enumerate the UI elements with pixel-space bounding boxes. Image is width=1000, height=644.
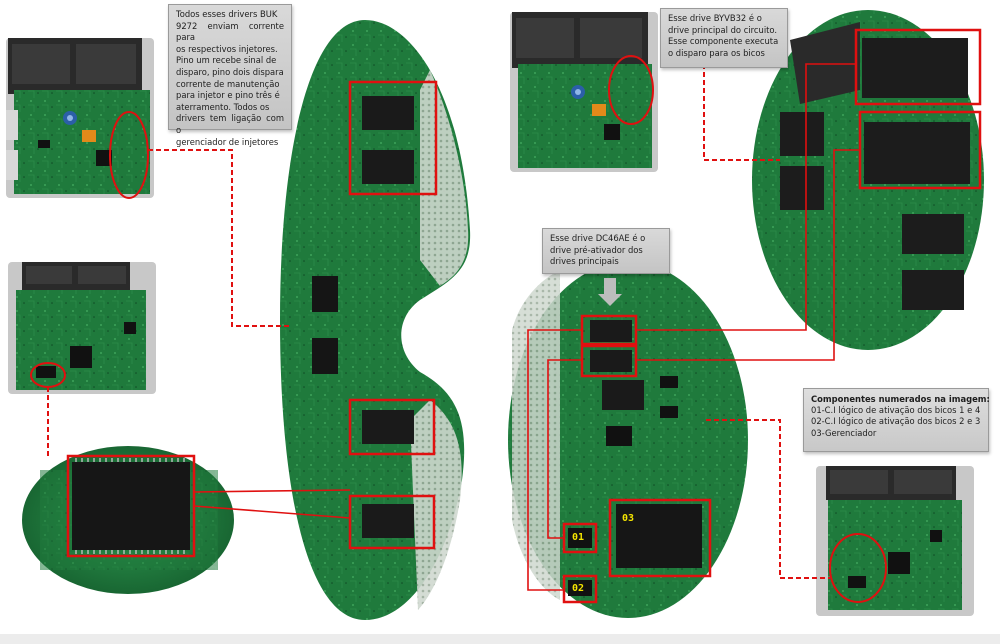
connector-dc46-byv1: [636, 63, 856, 331]
callout-line: o disparo para os bicos: [668, 47, 765, 58]
highlight-box-dc46-bottom: [580, 344, 638, 378]
callout-buk-drivers: Todos esses drivers BUK 9272 enviam corr…: [168, 4, 292, 147]
callout-dc46-driver: Esse drive DC46AE é o drive pré-ativador…: [542, 228, 670, 274]
component-list: Componentes numerados na imagem: 01-C.I …: [803, 388, 990, 452]
highlight-box-driver-3: [348, 398, 436, 456]
connector-solid-lines: [193, 63, 860, 591]
callout-line: Esse componente executa: [668, 36, 779, 47]
component-list-item: 02-C.I lógico de ativação dos bicos 2 e …: [811, 416, 981, 427]
zoom-byv-top-right: [752, 10, 984, 350]
callout-line: drive principal do circuito.: [668, 24, 778, 35]
component-list-item: 03-Gerenciador: [811, 427, 877, 438]
connector-bottom-right: [706, 419, 830, 579]
ecu-board-top-middle: [510, 12, 658, 172]
callout-line: para injetor e pino três é: [176, 90, 280, 101]
connector-dc46-02: [527, 329, 582, 591]
ecu-board-mid-left: [8, 262, 156, 394]
highlight-box-drivers-top: [348, 80, 438, 196]
ecu-board-top-left: [6, 38, 154, 199]
label-02: 02: [572, 583, 585, 594]
connector-buk: [148, 149, 292, 327]
callout-line: corrente de manutenção: [176, 78, 280, 89]
arrow-down-icon: [598, 278, 622, 306]
callout-line: os respectivos injetores.: [176, 43, 278, 54]
zoom-drivers-center: [280, 20, 471, 620]
connector-dc46-byv2: [636, 149, 860, 361]
zoom-chip-bottom-left: [22, 446, 234, 594]
callout-line: disparo, pino dois dispara: [176, 66, 284, 77]
connector-dc46-01: [547, 359, 582, 539]
callout-line: Esse drive DC46AE é o: [550, 233, 646, 243]
highlight-ellipse-drivers: [109, 111, 149, 199]
component-list-item: 01-C.I lógico de ativação dos bicos 1 e …: [811, 405, 981, 416]
highlight-box-02: [562, 574, 598, 604]
connector-lines: [47, 40, 830, 579]
callout-line: 9272 enviam corrente para: [176, 20, 284, 43]
callout-line: Todos esses drivers BUK: [176, 9, 278, 19]
callout-line: drive pré-ativador dos: [550, 244, 643, 255]
connector-byv: [703, 40, 780, 161]
highlight-box-driver-4: [348, 494, 436, 550]
zoom-dc46-bottom-middle: [508, 262, 748, 618]
highlight-box-03: [608, 498, 712, 578]
highlight-ellipse-bottom-right: [829, 533, 887, 603]
callout-line: aterramento. Todos os: [176, 101, 270, 112]
callout-line: drivers tem ligação com o: [176, 113, 284, 135]
callout-byv-driver: Esse drive BYVB32 é o drive principal do…: [660, 8, 788, 68]
connector-chip-driver-b: [193, 505, 351, 519]
callout-line: Esse drive BYVB32 é o: [668, 13, 762, 23]
highlight-box-byv-1: [854, 28, 982, 106]
connector-chip-driver-a: [193, 489, 351, 493]
callout-line: gerenciador de injetores: [176, 136, 279, 147]
label-01: 01: [572, 532, 585, 543]
component-list-title: Componentes numerados na imagem:: [811, 394, 990, 404]
ecu-board-bottom-right: [816, 466, 974, 616]
highlight-ellipse-byv: [608, 55, 654, 125]
label-03: 03: [622, 513, 635, 524]
callout-line: Pino um recebe sinal de: [176, 55, 277, 66]
callout-line: drives principais: [550, 256, 619, 267]
bottom-bar: [0, 634, 1000, 644]
